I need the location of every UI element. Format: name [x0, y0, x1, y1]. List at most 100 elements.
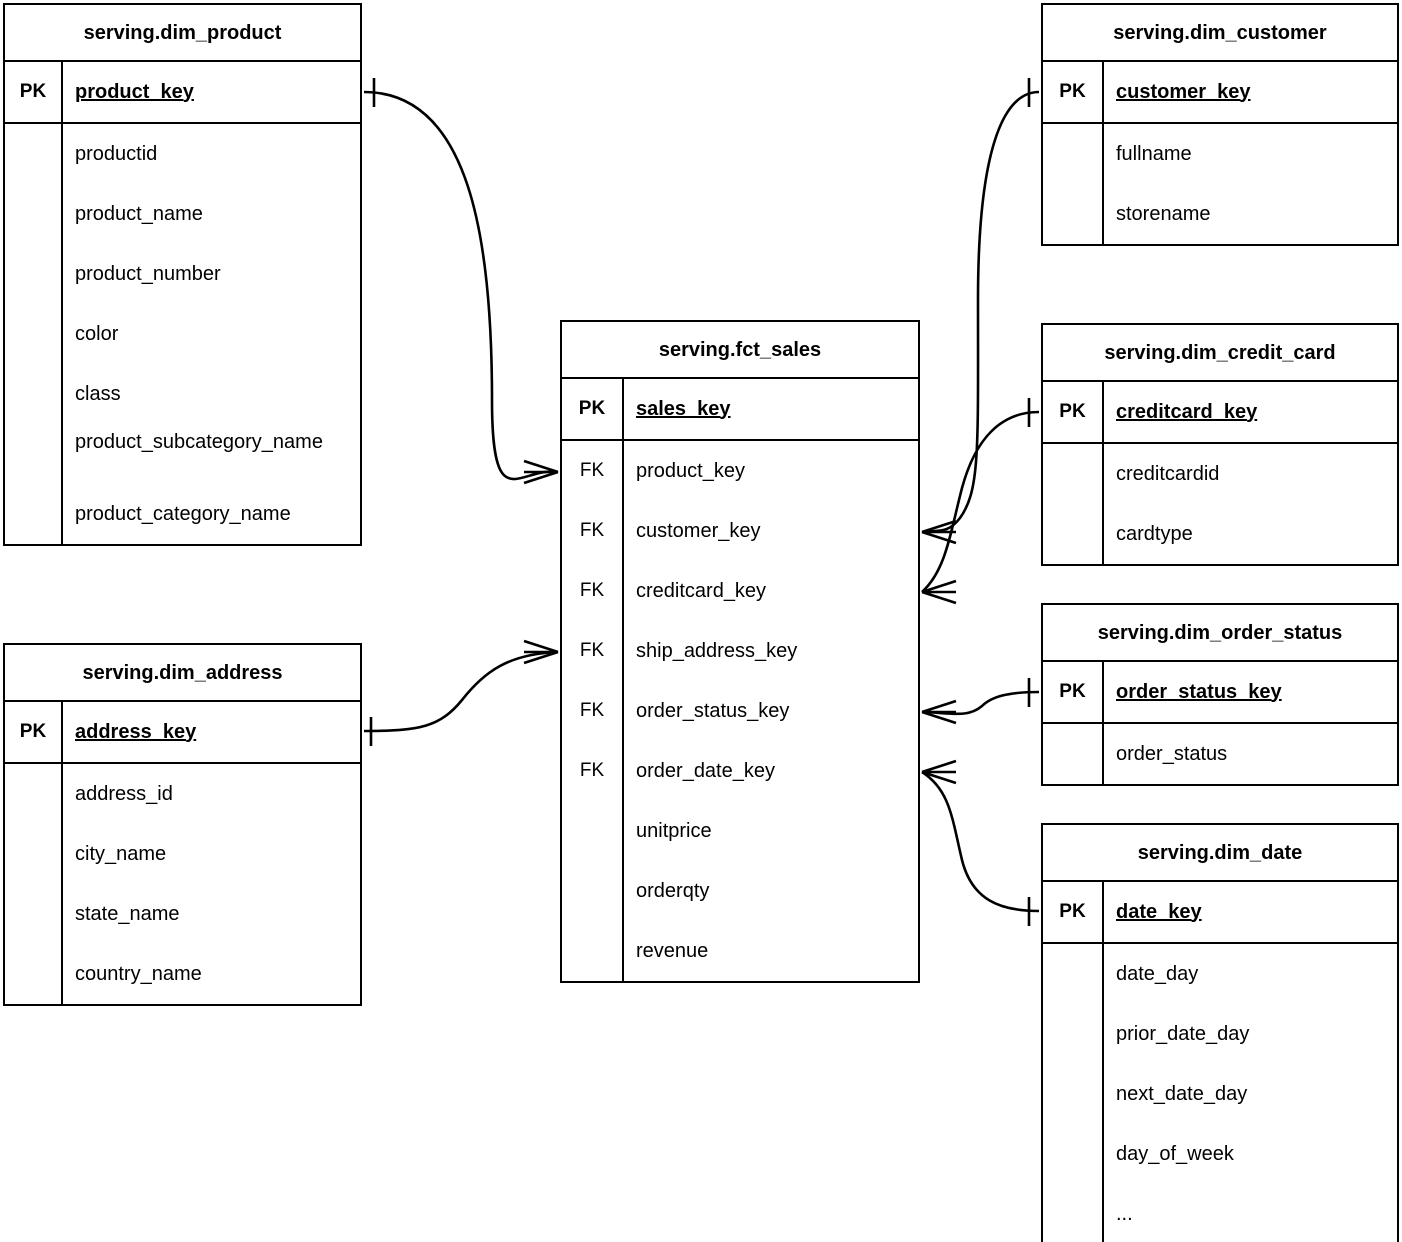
attribute-row[interactable]: FK creditcard_key — [562, 561, 918, 621]
attribute-list: order_status — [1043, 724, 1397, 784]
attribute-name: order_status_key — [636, 699, 790, 722]
key-badge — [1043, 184, 1104, 244]
entity-title: serving.dim_date — [1043, 825, 1397, 882]
attribute-row[interactable]: color — [5, 304, 360, 364]
entity-dim-customer[interactable]: serving.dim_customer PK customer_key ful… — [1041, 3, 1399, 246]
pk-row[interactable]: PK creditcard_key — [1043, 382, 1397, 444]
attribute-name: color — [75, 322, 119, 345]
attribute-row[interactable]: product_number — [5, 244, 360, 304]
attribute-row[interactable]: FK ship_address_key — [562, 621, 918, 681]
pk-field-name: address_key — [75, 720, 197, 743]
attribute-name: address_id — [75, 782, 173, 805]
attribute-row[interactable]: FK order_date_key — [562, 741, 918, 801]
fk-badge: FK — [562, 561, 624, 621]
attribute-name: product_key — [636, 459, 745, 482]
attribute-name: ship_address_key — [636, 639, 798, 662]
attribute-row[interactable]: FK order_status_key — [562, 681, 918, 741]
key-badge — [5, 484, 63, 544]
attribute-name: product_number — [75, 262, 221, 285]
attribute-name: unitprice — [636, 819, 712, 842]
attribute-row[interactable]: prior_date_day — [1043, 1004, 1397, 1064]
entity-title: serving.dim_credit_card — [1043, 325, 1397, 382]
attribute-name: cardtype — [1116, 522, 1193, 545]
fk-badge: FK — [562, 681, 624, 741]
attribute-name: fullname — [1116, 142, 1192, 165]
attribute-row[interactable]: cardtype — [1043, 504, 1397, 564]
attribute-row[interactable]: product_category_name — [5, 484, 360, 544]
entity-dim-credit-card[interactable]: serving.dim_credit_card PK creditcard_ke… — [1041, 323, 1399, 566]
pk-field-name: order_status_key — [1116, 680, 1282, 703]
edge-creditcard-to-sales — [921, 398, 1040, 605]
pk-row[interactable]: PK sales_key — [562, 379, 918, 441]
attribute-name: city_name — [75, 842, 167, 865]
attribute-name: state_name — [75, 902, 180, 925]
attribute-name: ... — [1116, 1202, 1133, 1225]
pk-field-name: customer_key — [1116, 80, 1251, 103]
attribute-list: fullname storename — [1043, 124, 1397, 244]
attribute-name: class — [75, 382, 121, 405]
key-badge — [562, 861, 624, 921]
pk-badge: PK — [1043, 882, 1104, 942]
attribute-row[interactable]: next_date_day — [1043, 1064, 1397, 1124]
attribute-name: customer_key — [636, 519, 761, 542]
attribute-row[interactable]: orderqty — [562, 861, 918, 921]
pk-row[interactable]: PK order_status_key — [1043, 662, 1397, 724]
fk-badge: FK — [562, 501, 624, 561]
attribute-row[interactable]: order_status — [1043, 724, 1397, 784]
attribute-name: productid — [75, 142, 158, 165]
attribute-row[interactable]: address_id — [5, 764, 360, 824]
key-badge — [5, 304, 63, 364]
pk-field-name: sales_key — [636, 397, 731, 420]
attribute-row[interactable]: revenue — [562, 921, 918, 981]
attribute-name: storename — [1116, 202, 1211, 225]
entity-dim-date[interactable]: serving.dim_date PK date_key date_day pr… — [1041, 823, 1399, 1242]
entity-title: serving.dim_product — [5, 5, 360, 62]
pk-badge: PK — [562, 379, 624, 439]
pk-row[interactable]: PK date_key — [1043, 882, 1397, 944]
attribute-row[interactable]: FK customer_key — [562, 501, 918, 561]
edge-address-to-sales — [363, 639, 559, 746]
pk-row[interactable]: PK customer_key — [1043, 62, 1397, 124]
edge-customer-to-sales — [921, 78, 1040, 545]
attribute-row[interactable]: product_subcategory_name — [5, 424, 360, 484]
attribute-name: product_subcategory_name — [63, 424, 360, 484]
attribute-row[interactable]: date_day — [1043, 944, 1397, 1004]
attribute-list: creditcardid cardtype — [1043, 444, 1397, 564]
entity-fct-sales[interactable]: serving.fct_sales PK sales_key FK produc… — [560, 320, 920, 983]
pk-row[interactable]: PK address_key — [5, 702, 360, 764]
attribute-row[interactable]: creditcardid — [1043, 444, 1397, 504]
entity-dim-order-status[interactable]: serving.dim_order_status PK order_status… — [1041, 603, 1399, 786]
attribute-row[interactable]: FK product_key — [562, 441, 918, 501]
entity-dim-address[interactable]: serving.dim_address PK address_key addre… — [3, 643, 362, 1006]
attribute-list: address_id city_name state_name country_… — [5, 764, 360, 1004]
key-badge — [5, 764, 63, 824]
attribute-row[interactable]: class — [5, 364, 360, 424]
attribute-row[interactable]: storename — [1043, 184, 1397, 244]
attribute-row[interactable]: state_name — [5, 884, 360, 944]
attribute-row[interactable]: product_name — [5, 184, 360, 244]
pk-badge: PK — [1043, 62, 1104, 122]
key-badge — [5, 244, 63, 304]
edge-date-to-sales — [921, 759, 1040, 926]
attribute-row[interactable]: productid — [5, 124, 360, 184]
fk-badge: FK — [562, 741, 624, 801]
attribute-row[interactable]: ... — [1043, 1184, 1397, 1242]
pk-badge: PK — [5, 702, 63, 762]
attribute-name: order_status — [1116, 742, 1228, 765]
attribute-row[interactable]: fullname — [1043, 124, 1397, 184]
attribute-row[interactable]: unitprice — [562, 801, 918, 861]
attribute-name: day_of_week — [1116, 1142, 1234, 1165]
entity-dim-product[interactable]: serving.dim_product PK product_key produ… — [3, 3, 362, 546]
attribute-name: product_name — [75, 202, 203, 225]
pk-row[interactable]: PK product_key — [5, 62, 360, 124]
entity-title: serving.dim_order_status — [1043, 605, 1397, 662]
attribute-list: productid product_name product_number co… — [5, 124, 360, 544]
fk-badge: FK — [562, 441, 624, 501]
entity-title: serving.fct_sales — [562, 322, 918, 379]
entity-title: serving.dim_customer — [1043, 5, 1397, 62]
attribute-row[interactable]: country_name — [5, 944, 360, 1004]
key-badge — [1043, 1184, 1104, 1242]
attribute-row[interactable]: city_name — [5, 824, 360, 884]
attribute-row[interactable]: day_of_week — [1043, 1124, 1397, 1184]
key-badge — [562, 921, 624, 981]
